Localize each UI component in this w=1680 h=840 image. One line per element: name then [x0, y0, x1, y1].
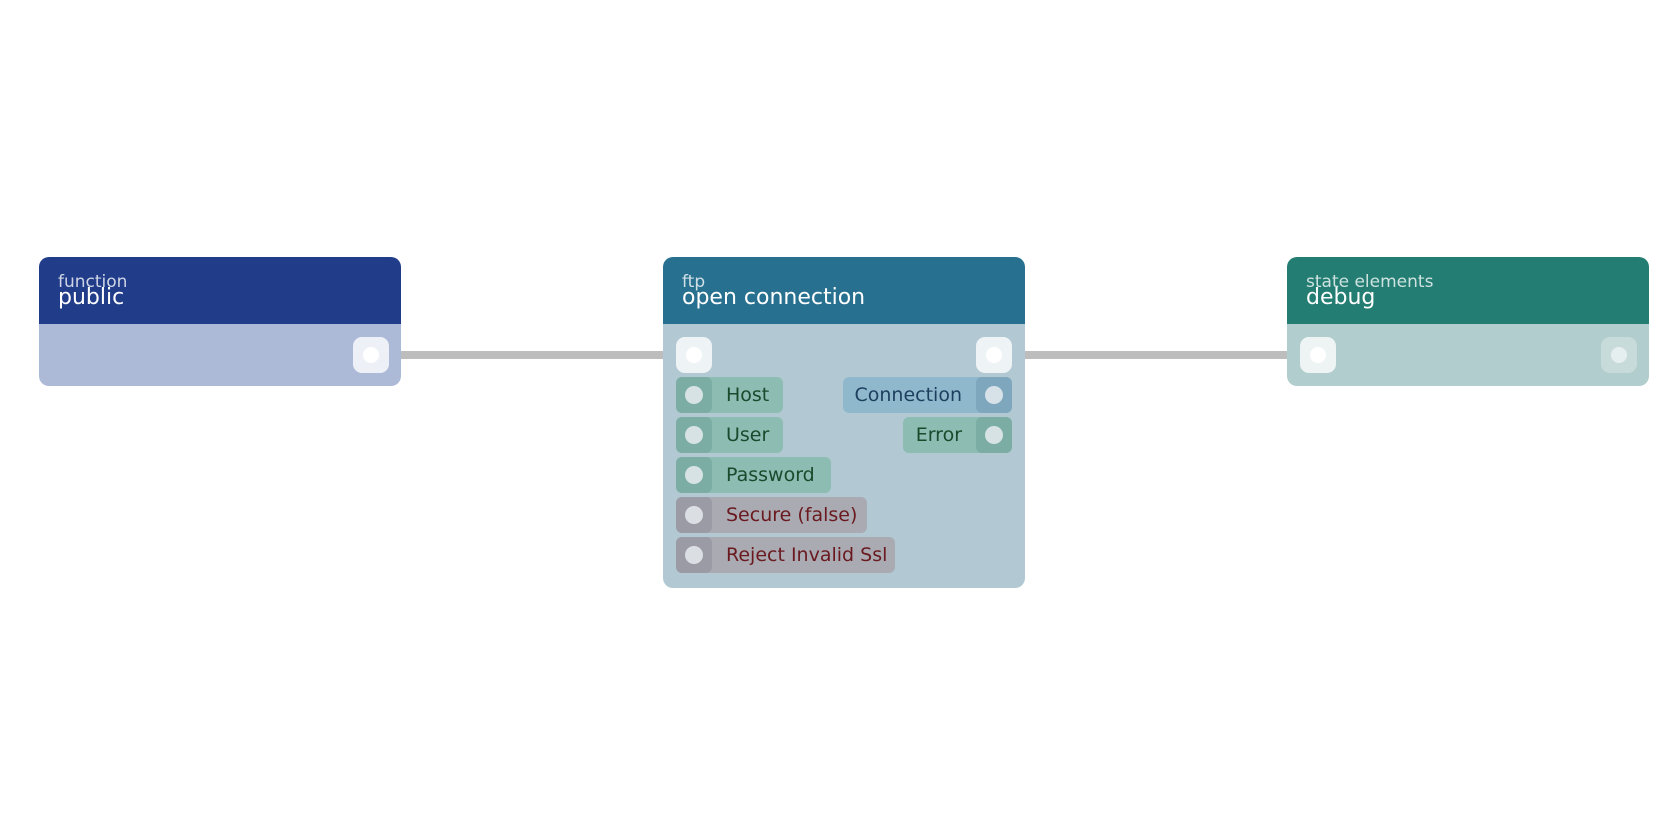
- node-category-label: state elements: [1306, 272, 1434, 292]
- node-body: [39, 324, 401, 386]
- pin-socket-icon[interactable]: [676, 497, 712, 533]
- port-dot-icon: [363, 347, 379, 363]
- output-pin-error[interactable]: Error: [903, 417, 1012, 453]
- pin-socket-icon[interactable]: [676, 457, 712, 493]
- pin-label: Connection: [854, 384, 962, 406]
- node-header[interactable]: ftp open connection: [663, 257, 1025, 324]
- node-title: open connection: [682, 285, 866, 310]
- output-pin-connection[interactable]: Connection: [843, 377, 1012, 413]
- node-category-label: function: [58, 272, 128, 292]
- node-body: [1287, 324, 1649, 386]
- pin-label: Error: [915, 424, 962, 446]
- node-state-elements-debug[interactable]: state elements debug: [1287, 257, 1649, 386]
- node-title: public: [58, 285, 125, 310]
- node-ftp-open-connection[interactable]: ftp open connection Host User Password S…: [663, 257, 1025, 588]
- node-category-label: ftp: [682, 272, 706, 292]
- input-pin-secure[interactable]: Secure (false): [676, 497, 867, 533]
- input-pin-password[interactable]: Password: [676, 457, 831, 493]
- pin-socket-icon[interactable]: [676, 537, 712, 573]
- input-pin-user[interactable]: User: [676, 417, 783, 453]
- pin-label: Secure (false): [726, 504, 858, 526]
- node-header[interactable]: state elements debug: [1287, 257, 1649, 324]
- port-dot-icon: [686, 347, 702, 363]
- flow-output-port[interactable]: [353, 337, 389, 373]
- node-title: debug: [1306, 285, 1376, 310]
- port-dot-icon: [1611, 347, 1627, 363]
- flow-input-port[interactable]: [676, 337, 712, 373]
- port-dot-icon: [986, 347, 1002, 363]
- pin-label: Host: [726, 384, 770, 406]
- node-body: Host User Password Secure (false) Reject…: [663, 324, 1025, 588]
- flow-output-port[interactable]: [1601, 337, 1637, 373]
- node-header[interactable]: function public: [39, 257, 401, 324]
- pin-label: Password: [726, 464, 815, 486]
- flow-output-port[interactable]: [976, 337, 1012, 373]
- pin-socket-icon[interactable]: [976, 417, 1012, 453]
- pin-socket-icon[interactable]: [676, 377, 712, 413]
- pin-label: User: [726, 424, 770, 446]
- flow-input-port[interactable]: [1300, 337, 1336, 373]
- input-pin-host[interactable]: Host: [676, 377, 783, 413]
- node-function-public[interactable]: function public: [39, 257, 401, 386]
- pin-socket-icon[interactable]: [976, 377, 1012, 413]
- input-pin-reject-invalid-ssl[interactable]: Reject Invalid Ssl: [676, 537, 895, 573]
- pin-label: Reject Invalid Ssl: [726, 544, 888, 566]
- port-dot-icon: [1310, 347, 1326, 363]
- pin-socket-icon[interactable]: [676, 417, 712, 453]
